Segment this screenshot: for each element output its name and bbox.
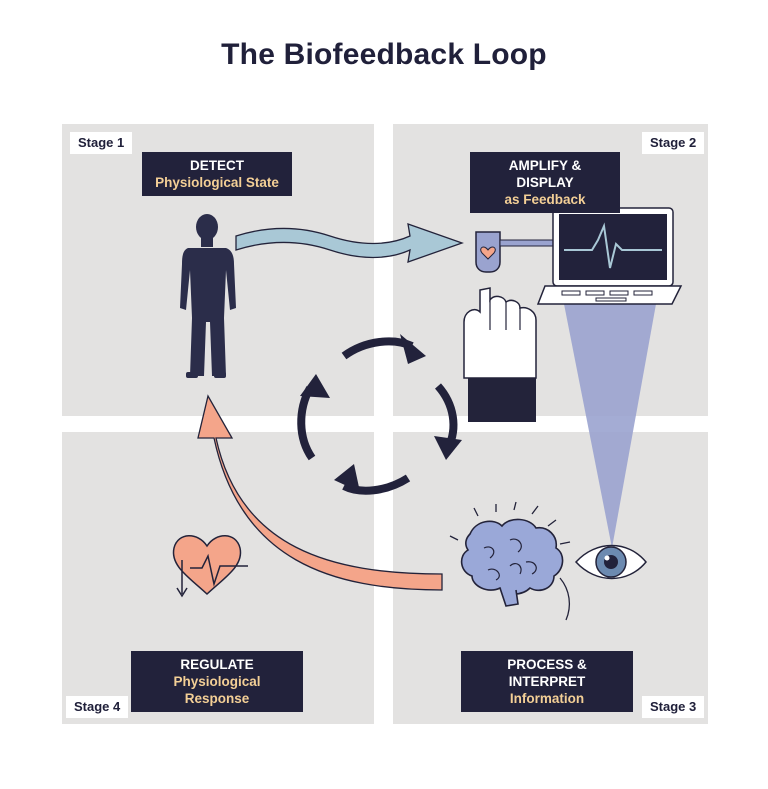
stage-4-label: REGULATE Physiological Response [131, 651, 303, 712]
laptop-monitor-icon [536, 207, 683, 305]
human-figure-icon [180, 214, 236, 378]
light-beam [564, 304, 656, 548]
diagram-title: The Biofeedback Loop [221, 38, 547, 71]
cycle-arrowheads [300, 334, 462, 492]
stage-1-label: DETECT Physiological State [142, 152, 292, 196]
stage-1-subtitle: Physiological State [155, 175, 279, 190]
stage-4-title: REGULATE [180, 657, 254, 672]
stage-2-label: AMPLIFY & DISPLAY as Feedback [470, 152, 620, 213]
stage-4-tag: Stage 4 [66, 696, 129, 718]
stage-4-subtitle: Physiological Response [173, 674, 261, 706]
brain-icon [449, 501, 571, 621]
wave-arrow-icon [235, 223, 464, 263]
stage-3-label: PROCESS & INTERPRET Information [461, 651, 633, 712]
finger-sensor-icon [463, 231, 559, 422]
stage-3-tag: Stage 3 [642, 696, 705, 718]
stage-2-title: AMPLIFY & DISPLAY [508, 158, 582, 190]
stage-1-tag: Stage 1 [70, 132, 133, 154]
stage-3-subtitle: Information [509, 691, 585, 706]
return-arrow-icon [197, 394, 443, 591]
stage-2-tag: Stage 2 [642, 132, 705, 154]
eye-icon [574, 544, 647, 580]
heart-rate-icon [172, 535, 248, 598]
stage-1-title: DETECT [190, 158, 244, 173]
stage-3-title: PROCESS & INTERPRET [507, 657, 587, 689]
stage-2-subtitle: as Feedback [504, 192, 586, 207]
cycle-arrows-icon [297, 337, 458, 495]
